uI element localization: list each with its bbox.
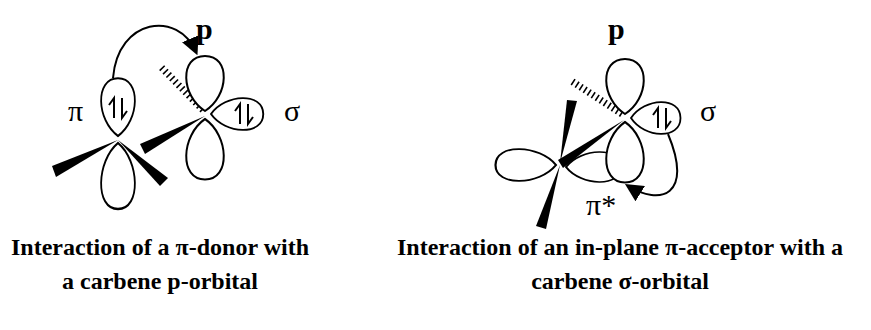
pi-acceptor-figure [496, 59, 681, 229]
p-lobe [186, 56, 224, 111]
orbital-label: p [608, 14, 625, 44]
sigma-lobe [631, 102, 681, 134]
pi-donor-figure [52, 26, 263, 209]
electron-pair [235, 104, 253, 124]
pi-star-lobe [496, 149, 557, 181]
orbital-label: σ [700, 96, 716, 126]
p-lobe [101, 78, 135, 136]
p-lobe [186, 119, 224, 180]
sigma-lobe [211, 98, 263, 130]
figure-caption: Interaction of an in-plane π-acceptor wi… [385, 230, 855, 298]
orbital-label: π [68, 96, 83, 126]
orbital-label: π* [586, 190, 616, 220]
curved-arrow [113, 26, 196, 78]
p-lobe [101, 143, 135, 209]
orbital-label: σ [284, 96, 300, 126]
figure-caption: Interaction of a π-donor with a carbene … [5, 230, 315, 298]
orbital-label: p [196, 14, 213, 44]
electron-pair [653, 108, 671, 128]
p-lobe [606, 122, 644, 183]
curved-arrow [628, 134, 677, 195]
p-lobe [606, 59, 644, 114]
electron-pair [109, 98, 127, 118]
